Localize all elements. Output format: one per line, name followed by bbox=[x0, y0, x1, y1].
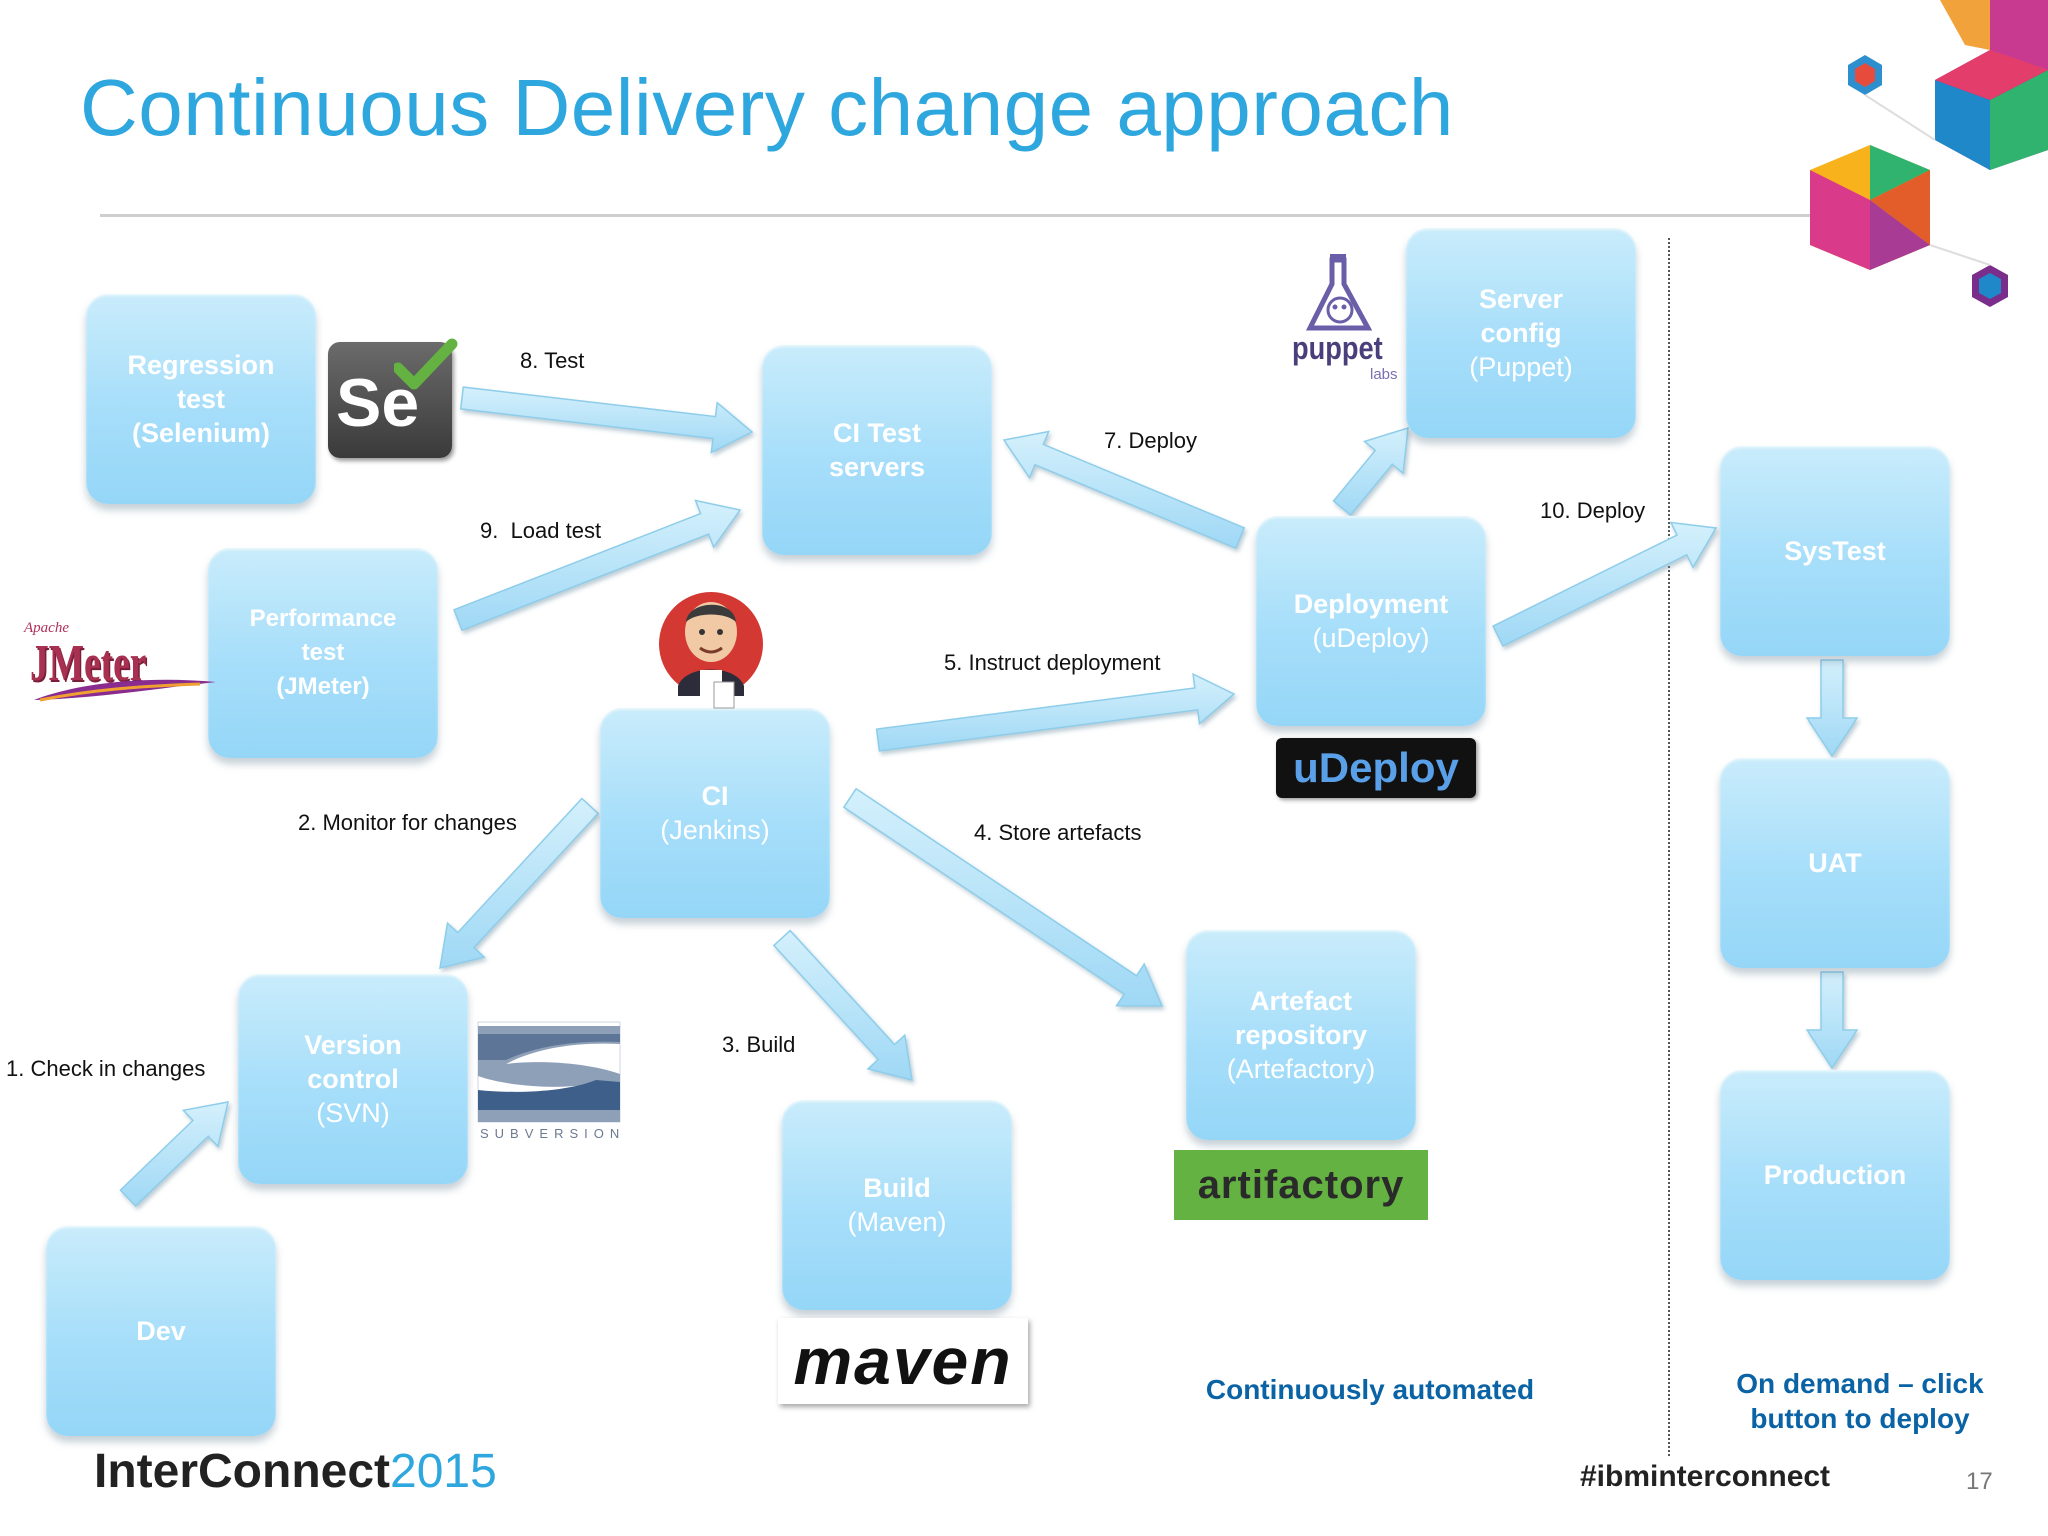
subversion-logo: SUBVERSION bbox=[476, 1020, 624, 1144]
arrow-deploy-ci bbox=[1002, 430, 1246, 550]
title-divider bbox=[100, 214, 1840, 217]
artefact-repository-box: Artefact repository (Artefactory) bbox=[1186, 930, 1416, 1140]
production-line1: Production bbox=[1763, 1160, 1907, 1190]
regression-line1: Regression bbox=[127, 350, 275, 380]
server-config-line2: config bbox=[1480, 318, 1562, 348]
ci-test-servers-box: CI Test servers bbox=[762, 345, 992, 555]
arrow-instruct bbox=[875, 672, 1236, 752]
ci-test-line1: CI Test bbox=[832, 418, 921, 448]
regression-line3: (Selenium) bbox=[131, 418, 271, 448]
subversion-logo-text: SUBVERSION bbox=[480, 1126, 626, 1141]
uat-box: UAT bbox=[1720, 758, 1950, 968]
step-8-label: 8. Test bbox=[520, 348, 585, 373]
maven-logo: maven bbox=[778, 1318, 1028, 1404]
on-demand-line1: On demand – click bbox=[1736, 1368, 1984, 1399]
interconnect-brand: InterConnect bbox=[94, 1445, 391, 1498]
deployment-box: Deployment (uDeploy) bbox=[1256, 516, 1486, 726]
uat-line1: UAT bbox=[1808, 848, 1862, 878]
step-1-label: 1. Check in changes bbox=[6, 1056, 206, 1081]
subversion-s-icon bbox=[477, 1021, 621, 1123]
udeploy-logo-text: uDeploy bbox=[1293, 744, 1459, 791]
performance-line3: (JMeter) bbox=[276, 673, 370, 700]
arrow-load-test bbox=[453, 499, 742, 632]
artefact-line2: repository bbox=[1234, 1020, 1368, 1050]
on-demand-note: On demand – click button to deploy bbox=[1700, 1366, 2020, 1436]
production-box: Production bbox=[1720, 1070, 1950, 1280]
dotted-separator bbox=[1668, 238, 1670, 1456]
version-line3: (SVN) bbox=[316, 1098, 390, 1128]
feather-icon bbox=[34, 679, 216, 702]
arrow-store bbox=[842, 787, 1164, 1007]
checkmark-icon bbox=[394, 338, 458, 390]
artefact-line1: Artefact bbox=[1249, 986, 1353, 1016]
performance-line2: test bbox=[301, 639, 345, 666]
flask-icon bbox=[1305, 254, 1373, 331]
version-control-box: Version control (SVN) bbox=[238, 974, 468, 1184]
hashtag-text: #ibminterconnect bbox=[1580, 1460, 1831, 1493]
performance-test-box: Performance test (JMeter) bbox=[208, 548, 438, 758]
artifactory-logo-text: artifactory bbox=[1197, 1162, 1405, 1207]
arrow-test bbox=[459, 386, 754, 454]
deployment-line2: (uDeploy) bbox=[1312, 623, 1430, 653]
page-title: Continuous Delivery change approach bbox=[80, 63, 1454, 152]
puppet-labs-text: labs bbox=[1370, 366, 1398, 383]
ci-line2: (Jenkins) bbox=[660, 815, 770, 845]
version-line2: control bbox=[307, 1064, 399, 1094]
step-10-label: 10. Deploy bbox=[1540, 498, 1646, 523]
step-5-label: 5. Instruct deployment bbox=[944, 650, 1161, 675]
systest-line1: SysTest bbox=[1784, 536, 1886, 566]
arrow-monitor bbox=[439, 797, 600, 970]
puppet-logo: puppet labs bbox=[1288, 254, 1398, 390]
step-9-label: 9. Load test bbox=[480, 518, 602, 543]
server-config-line3: (Puppet) bbox=[1469, 352, 1573, 382]
udeploy-logo: uDeploy bbox=[1276, 738, 1476, 798]
hexagon-decoration-icon bbox=[1810, 0, 2048, 307]
regression-line2: test bbox=[176, 384, 225, 414]
dev-box: Dev bbox=[46, 1226, 276, 1436]
build-line2: (Maven) bbox=[847, 1207, 947, 1237]
interconnect-logo: InterConnect2015 bbox=[94, 1444, 497, 1499]
arrow-deploy-puppet bbox=[1332, 426, 1409, 517]
server-config-line1: Server bbox=[1478, 284, 1564, 314]
build-box: Build (Maven) bbox=[782, 1100, 1012, 1310]
artifactory-logo: artifactory bbox=[1174, 1150, 1428, 1220]
page-number: 17 bbox=[1966, 1468, 1993, 1495]
systest-box: SysTest bbox=[1720, 446, 1950, 656]
interconnect-year: 2015 bbox=[390, 1445, 497, 1498]
deployment-line1: Deployment bbox=[1293, 589, 1449, 619]
step-2-label: 2. Monitor for changes bbox=[298, 810, 517, 835]
ci-test-line2: servers bbox=[828, 452, 926, 482]
selenium-logo: Se bbox=[328, 338, 458, 458]
step-4-label: 4. Store artefacts bbox=[974, 820, 1142, 845]
maven-logo-text: maven bbox=[793, 1324, 1013, 1398]
server-config-box: Server config (Puppet) bbox=[1406, 228, 1636, 438]
on-demand-line2: button to deploy bbox=[1750, 1403, 1970, 1434]
arrow-systest-uat bbox=[1805, 659, 1859, 758]
build-line1: Build bbox=[863, 1173, 931, 1203]
arrow-deploy-systest bbox=[1492, 521, 1718, 647]
performance-line1: Performance bbox=[249, 605, 397, 632]
step-3-label: 3. Build bbox=[722, 1032, 796, 1057]
regression-test-box: Regression test (Selenium) bbox=[86, 294, 316, 504]
continuously-automated-note: Continuously automated bbox=[1205, 1374, 1535, 1405]
ci-jenkins-box: CI (Jenkins) bbox=[600, 708, 830, 918]
jenkins-logo bbox=[659, 592, 763, 709]
version-line1: Version bbox=[304, 1030, 402, 1060]
step-7-label: 7. Deploy bbox=[1104, 428, 1197, 453]
jmeter-apache-text: Apache bbox=[24, 620, 69, 636]
puppet-logo-text: puppet bbox=[1292, 330, 1383, 366]
arrow-build bbox=[772, 929, 913, 1082]
jmeter-logo: Apache JMeter bbox=[20, 618, 216, 710]
ci-line1: CI bbox=[701, 781, 729, 811]
dev-line1: Dev bbox=[136, 1316, 186, 1346]
arrow-uat-production bbox=[1805, 971, 1859, 1070]
arrow-check-in bbox=[119, 1101, 229, 1207]
artefact-line3: (Artefactory) bbox=[1226, 1054, 1376, 1084]
